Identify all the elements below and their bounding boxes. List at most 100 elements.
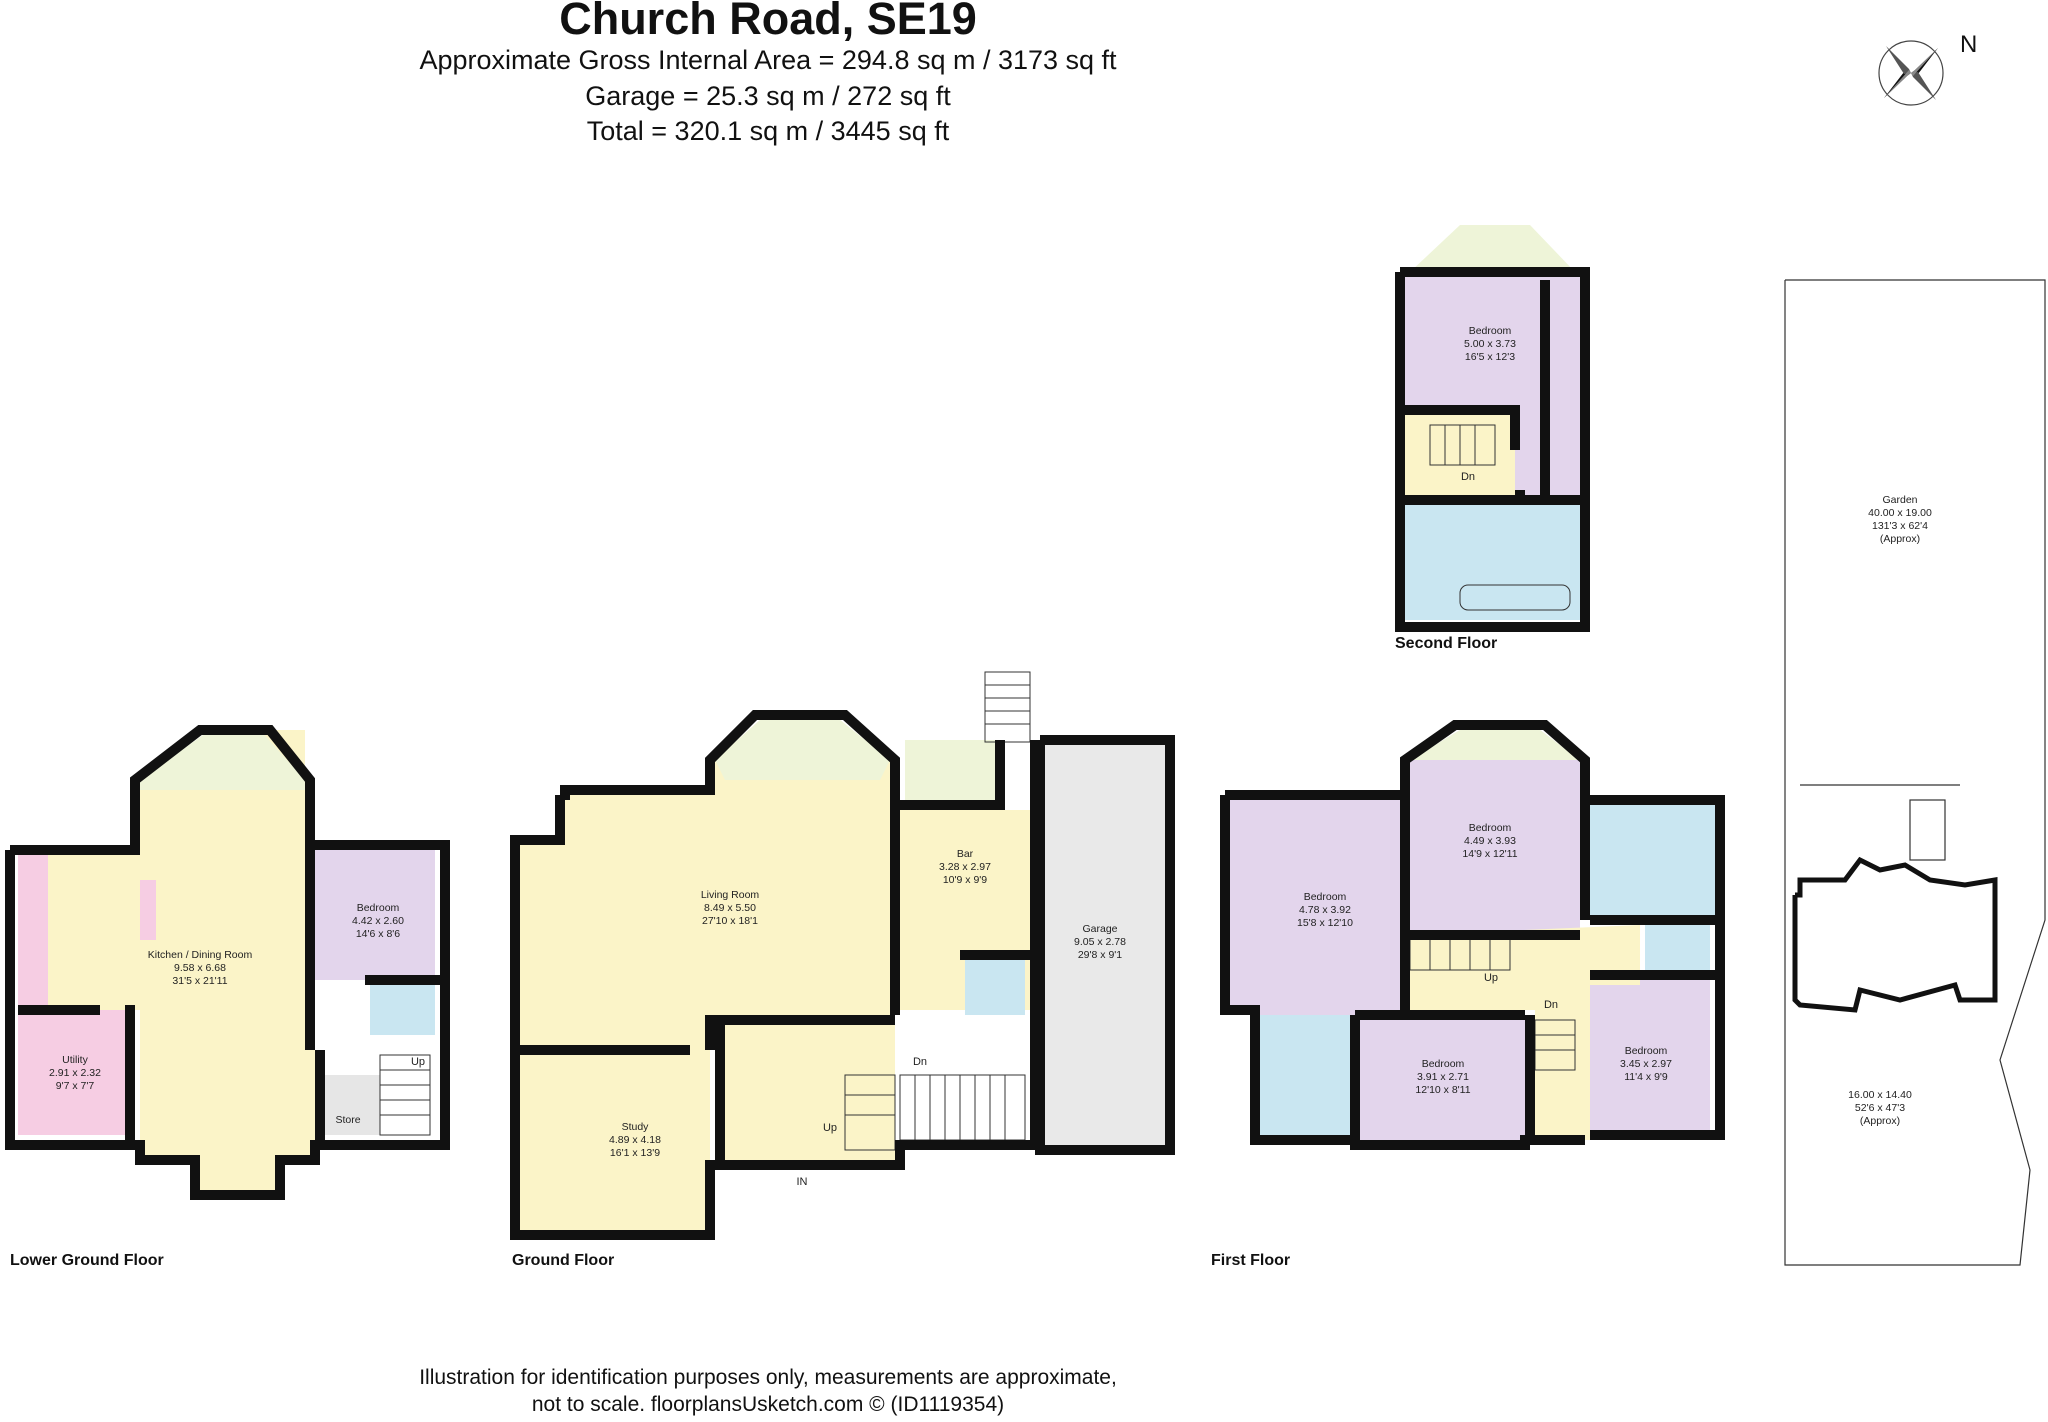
garden-imperial: 131'3 x 62'4 [1872,520,1928,532]
first-floor-walls [1220,720,1725,1150]
gf-stair-down: Dn [913,1056,927,1068]
ff-bedroom-3-metric: 3.91 x 2.71 [1417,1071,1469,1083]
ff-bedroom-4 [1590,975,1710,1130]
front-metric: 16.00 x 14.40 [1848,1089,1912,1101]
lg-kitchen-imperial: 31'5 x 21'11 [172,975,227,987]
garden-note: (Approx) [1880,533,1920,545]
garage-room [1040,745,1170,1145]
second-floor-label: Second Floor [1395,635,1497,652]
gf-bar-name: Bar [957,848,974,860]
lower-ground-floor-plan [5,725,450,1200]
gf-study-imperial: 16'1 x 13'9 [610,1147,660,1159]
sf-bedroom-imperial: 16'5 x 12'3 [1465,351,1515,363]
ff-stair-down: Dn [1544,999,1558,1011]
total-area-text: Total = 320.1 sq m / 3445 sq ft [586,116,950,146]
utility-room [18,1010,130,1135]
sf-bathroom [1405,500,1580,620]
lower-stairs [379,1054,431,1136]
gf-bar-metric: 3.28 x 2.97 [939,861,991,873]
lower-shower-room [370,985,435,1035]
bar-wc [965,960,1025,1015]
ff-bedroom-1-name: Bedroom [1304,891,1347,903]
second-stairs [1429,424,1571,611]
ground-floor-plan [510,671,1175,1240]
ff-bedroom-4-metric: 3.45 x 2.97 [1620,1058,1672,1070]
garden-metric: 40.00 x 19.00 [1868,507,1932,519]
ground-floor-walls [510,710,1175,1240]
front-imperial: 52'6 x 47'3 [1855,1102,1905,1114]
gf-entrance-label: IN [797,1176,808,1188]
disclaimer-line-2: not to scale. floorplansUsketch.com © (I… [531,1392,1005,1416]
lower-bedroom [315,850,435,980]
plan-title: Church Road, SE19 [559,0,977,44]
ff-bedroom-3-name: Bedroom [1422,1058,1465,1070]
gf-stair-up: Up [823,1122,837,1134]
ff-bedroom-3 [1360,1015,1525,1140]
ff-bathroom [1590,805,1715,915]
lg-utility-imperial: 9'7 x 7'7 [56,1080,95,1092]
gf-garage-imperial: 29'8 x 9'1 [1078,949,1122,961]
ff-bedroom-2-imperial: 14'9 x 12'11 [1462,848,1517,860]
ff-bedroom-1 [1225,800,1400,1015]
ff-stair-up: Up [1484,972,1498,984]
site-plan [1784,279,2046,1266]
second-floor-plan [1395,225,1590,632]
lower-ground-walls [5,725,450,1200]
lg-bedroom-imperial: 14'6 x 8'6 [356,928,400,940]
ff-bedroom-2-metric: 4.49 x 3.93 [1464,835,1516,847]
sf-bay [1410,225,1575,272]
first-floor-plan [1220,720,1725,1150]
gf-living-name: Living Room [701,889,760,901]
gf-garage-metric: 9.05 x 2.78 [1074,936,1126,948]
ff-landing [1410,925,1640,1140]
store-room [325,1075,380,1135]
second-floor-walls [1395,267,1590,632]
gf-study-metric: 4.89 x 4.18 [609,1134,661,1146]
gf-living-imperial: 27'10 x 18'1 [702,915,758,927]
sf-bedroom-metric: 5.00 x 3.73 [1464,338,1516,350]
gf-garage-name: Garage [1082,923,1117,935]
ff-bay [1410,730,1580,760]
compass-north-label: N [1960,31,1977,58]
living-bay [715,720,890,780]
kitchen-dining-room [140,730,315,1190]
bar-glass-porch [905,740,1000,805]
disclaimer-line-1: Illustration for identification purposes… [419,1366,1117,1389]
lg-kitchen-name: Kitchen / Dining Room [148,949,253,961]
sf-stair-down: Dn [1461,471,1475,483]
gross-area-text: Approximate Gross Internal Area = 294.8 … [419,45,1117,75]
kitchen-units [18,850,48,1010]
hallway [720,1015,895,1165]
compass-icon [1878,40,1944,106]
lg-utility-metric: 2.91 x 2.32 [49,1067,101,1079]
ff-bedroom-2 [1410,730,1580,935]
first-floor-label: First Floor [1211,1252,1290,1269]
ff-bedroom-3-imperial: 12'10 x 8'11 [1415,1084,1470,1096]
gf-bar-imperial: 10'9 x 9'9 [943,874,987,886]
lg-store-name: Store [335,1114,360,1126]
gf-study-name: Study [622,1121,650,1133]
lg-stair-up: Up [411,1056,425,1068]
lg-utility-name: Utility [62,1054,88,1066]
ff-bedroom-1-imperial: 15'8 x 12'10 [1297,917,1353,929]
ff-bedroom-4-imperial: 11'4 x 9'9 [1624,1071,1668,1083]
front-note: (Approx) [1860,1115,1900,1127]
ff-shower-room [1255,1015,1355,1135]
gf-living-metric: 8.49 x 5.50 [704,902,756,914]
ff-bedroom-4-name: Bedroom [1625,1045,1668,1057]
ff-bedroom-1-metric: 4.78 x 3.92 [1299,904,1351,916]
ground-floor-label: Ground Floor [512,1252,614,1269]
disclaimer-footer: Illustration for identification purposes… [0,1365,1536,1419]
lg-kitchen-metric: 9.58 x 6.68 [174,962,226,974]
study [520,1050,710,1230]
lg-bedroom-name: Bedroom [357,902,400,914]
kitchen-bay [140,730,305,790]
ground-stairs [844,671,1031,1151]
ff-bedroom-2-name: Bedroom [1469,822,1512,834]
garage-area-text: Garage = 25.3 sq m / 272 sq ft [585,81,951,111]
sf-bedroom-name: Bedroom [1469,325,1512,337]
living-room [520,720,890,1050]
lg-bedroom-metric: 4.42 x 2.60 [352,915,404,927]
garden-name: Garden [1882,494,1917,506]
